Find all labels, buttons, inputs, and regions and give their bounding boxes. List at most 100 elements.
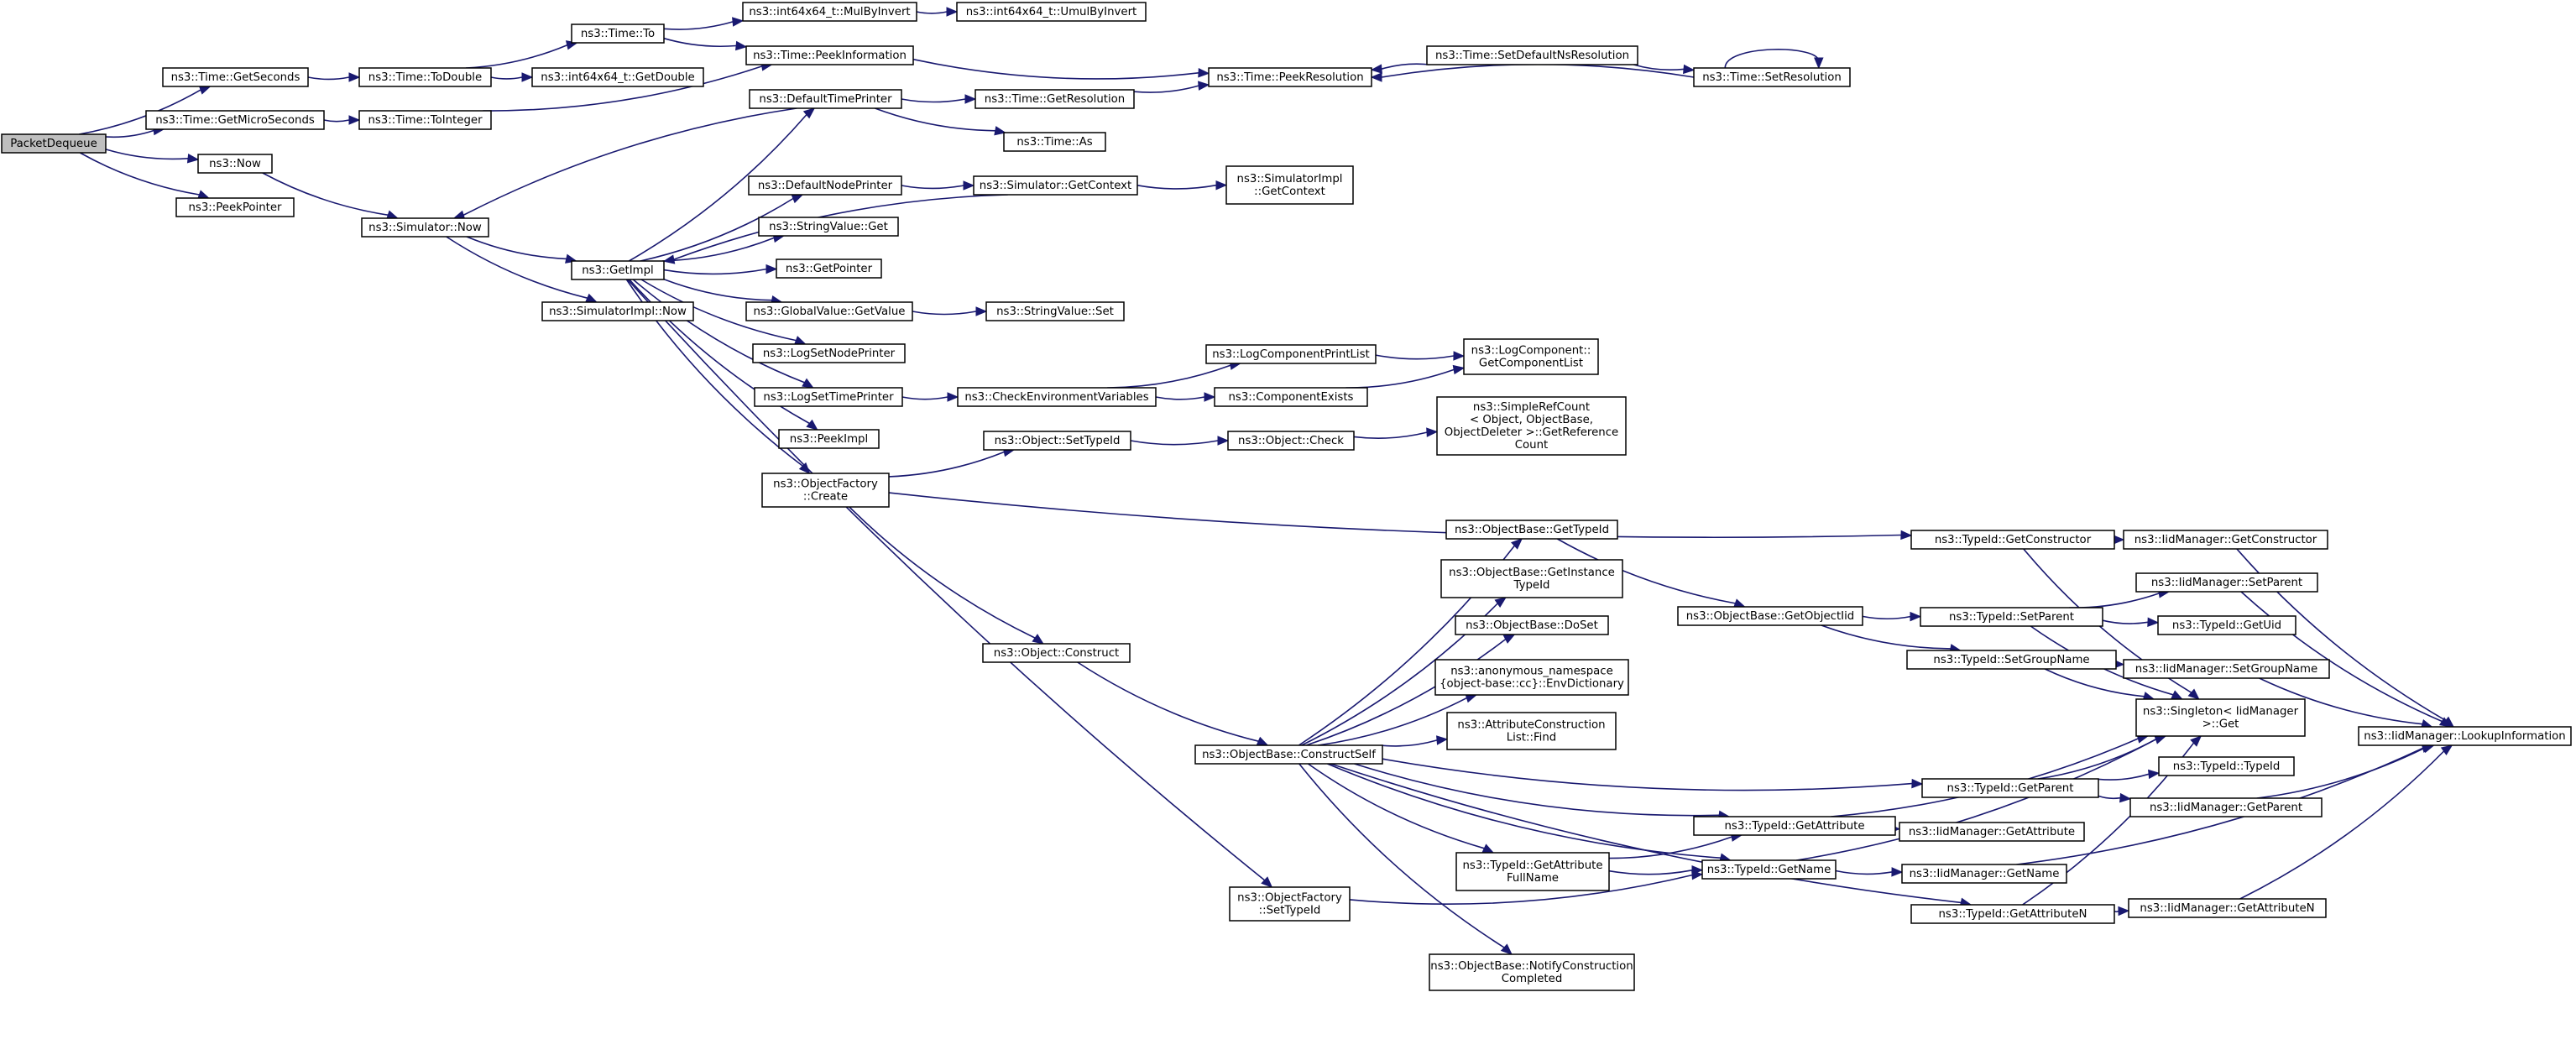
edge-tidGetParent-to-singletonGet <box>2037 734 2167 780</box>
node-toInteger[interactable]: ns3::Time::ToInteger <box>358 110 492 130</box>
node-getDouble[interactable]: ns3::int64x64_t::GetDouble <box>531 67 704 87</box>
node-mulByInvert[interactable]: ns3::int64x64_t::MulByInvert <box>742 2 917 22</box>
node-now[interactable]: ns3::Now <box>197 154 273 174</box>
node-anonEnvDict[interactable]: ns3::anonymous_namespace{object-base::cc… <box>1434 659 1629 696</box>
node-obDoSet[interactable]: ns3::ObjectBase::DoSet <box>1455 615 1609 635</box>
edge-line <box>663 268 767 275</box>
edge-line <box>1107 364 1231 389</box>
node-box <box>2123 659 2330 679</box>
node-timeAs[interactable]: ns3::Time::As <box>1003 132 1106 152</box>
node-box <box>956 2 1147 22</box>
node-label: ns3::ObjectBase::GetTypeId <box>1455 524 1609 536</box>
node-obConstructSelf[interactable]: ns3::ObjectBase::ConstructSelf <box>1194 744 1383 765</box>
node-getImpl[interactable]: ns3::GetImpl <box>571 260 665 280</box>
node-objSetTypeId[interactable]: ns3::Object::SetTypeId <box>983 431 1131 451</box>
node-root[interactable]: PacketDequeue <box>1 133 107 154</box>
node-objCheck[interactable]: ns3::Object::Check <box>1227 431 1355 451</box>
node-obNotifyConst[interactable]: ns3::ObjectBase::NotifyConstructionCompl… <box>1429 953 1635 991</box>
node-logCompPrintList[interactable]: ns3::LogComponentPrintList <box>1205 344 1377 364</box>
node-obGetObjectIid[interactable]: ns3::ObjectBase::GetObjectIid <box>1677 606 1863 626</box>
node-imGetParent[interactable]: ns3::IidManager::GetParent <box>2129 797 2323 817</box>
node-label: ns3::ObjectBase::NotifyConstruction <box>1430 960 1633 973</box>
node-label: ns3::TypeId::GetAttribute <box>1462 859 1602 872</box>
node-compExists[interactable]: ns3::ComponentExists <box>1214 387 1368 407</box>
node-box <box>1426 45 1638 65</box>
node-label: ns3::IidManager::SetParent <box>2151 577 2302 589</box>
node-peekInfo[interactable]: ns3::Time::PeekInformation <box>745 45 914 65</box>
edge-line <box>901 98 966 103</box>
node-checkEnv[interactable]: ns3::CheckEnvironmentVariables <box>957 387 1157 407</box>
node-peekResolution[interactable]: ns3::Time::PeekResolution <box>1208 67 1372 87</box>
node-imGetCtor[interactable]: ns3::IidManager::GetConstructor <box>2123 530 2328 550</box>
node-box <box>531 67 704 87</box>
node-tidGetAttrN[interactable]: ns3::TypeId::GetAttributeN <box>1910 904 2115 924</box>
edge-line <box>1317 697 1467 746</box>
edge-getImpl-to-gvGetValue <box>663 278 783 306</box>
node-objConstruct[interactable]: ns3::Object::Construct <box>982 643 1131 663</box>
node-box <box>541 301 694 321</box>
node-peekPtr[interactable]: ns3::PeekPointer <box>175 197 295 217</box>
node-setResolution[interactable]: ns3::Time::SetResolution <box>1693 67 1851 87</box>
arrowhead <box>2171 690 2183 700</box>
node-tidGetUid[interactable]: ns3::TypeId::GetUid <box>2157 615 2296 635</box>
node-defNodePrinter[interactable]: ns3::DefaultNodePrinter <box>748 175 902 196</box>
node-box <box>974 89 1135 109</box>
node-tidGetParent[interactable]: ns3::TypeId::GetParent <box>1921 778 2099 798</box>
node-strValGet[interactable]: ns3::StringValue::Get <box>758 217 899 237</box>
node-umulByInvert[interactable]: ns3::int64x64_t::UmulByInvert <box>956 2 1147 22</box>
node-label: ns3::GlobalValue::GetValue <box>754 306 906 318</box>
node-tidGetName[interactable]: ns3::TypeId::GetName <box>1701 859 1837 880</box>
node-ofCreate[interactable]: ns3::ObjectFactory::Create <box>761 473 890 508</box>
arrowhead <box>585 293 598 303</box>
edge-line <box>490 76 523 80</box>
node-getResolution[interactable]: ns3::Time::GetResolution <box>974 89 1135 109</box>
node-defTimePrinter[interactable]: ns3::DefaultTimePrinter <box>749 89 902 109</box>
node-ofSetTypeId[interactable]: ns3::ObjectFactory::SetTypeId <box>1229 886 1351 922</box>
node-singletonGet[interactable]: ns3::Singleton< IidManager >::Get <box>2135 698 2306 737</box>
node-tidTypeId[interactable]: ns3::TypeId::TypeId <box>2158 756 2295 776</box>
node-logCompGetList[interactable]: ns3::LogComponent::GetComponentList <box>1463 338 1599 375</box>
node-tidGetCtor[interactable]: ns3::TypeId::GetConstructor <box>1910 530 2115 550</box>
node-imSetParent[interactable]: ns3::IidManager::SetParent <box>2135 572 2318 593</box>
node-setDefaultNsRes[interactable]: ns3::Time::SetDefaultNsResolution <box>1426 45 1638 65</box>
node-obGetTypeId[interactable]: ns3::ObjectBase::GetTypeId <box>1445 520 1618 540</box>
node-box <box>1455 852 1610 891</box>
node-box <box>1446 712 1617 750</box>
arrowhead <box>964 94 977 104</box>
node-timeTo[interactable]: ns3::Time::To <box>571 24 665 44</box>
node-peekImpl[interactable]: ns3::PeekImpl <box>778 429 880 449</box>
node-imSetGroupName[interactable]: ns3::IidManager::SetGroupName <box>2123 659 2330 679</box>
node-simNow[interactable]: ns3::Simulator::Now <box>361 217 489 238</box>
node-tidSetGroupName[interactable]: ns3::TypeId::SetGroupName <box>1906 650 2117 670</box>
node-imGetName[interactable]: ns3::IidManager::GetName <box>1901 864 2067 884</box>
node-getMicro[interactable]: ns3::Time::GetMicroSeconds <box>145 110 325 130</box>
node-getPointer[interactable]: ns3::GetPointer <box>776 259 882 279</box>
edge-line <box>462 107 797 217</box>
node-toDouble[interactable]: ns3::Time::ToDouble <box>358 67 492 87</box>
node-gvGetValue[interactable]: ns3::GlobalValue::GetValue <box>745 301 913 321</box>
node-imGetAttrN[interactable]: ns3::IidManager::GetAttributeN <box>2128 898 2327 918</box>
edge-obGetObjectIid-to-tidSetParent <box>1862 611 1922 622</box>
node-simImplGetContext[interactable]: ns3::SimulatorImpl::GetContext <box>1225 165 1354 205</box>
node-tidGetAttr[interactable]: ns3::TypeId::GetAttribute <box>1693 816 1896 836</box>
node-tidSetParent[interactable]: ns3::TypeId::SetParent <box>1920 607 2103 627</box>
node-label: ns3::Time::PeekInformation <box>753 50 907 62</box>
edge-peekInfo-to-peekResolution <box>912 58 1210 80</box>
arrowhead <box>1370 72 1382 82</box>
node-label: ns3::SimulatorImpl::Now <box>549 306 687 318</box>
node-strValSet[interactable]: ns3::StringValue::Set <box>985 301 1125 321</box>
node-logSetNode[interactable]: ns3::LogSetNodePrinter <box>752 343 906 363</box>
node-imGetAttr[interactable]: ns3::IidManager::GetAttribute <box>1899 822 2085 842</box>
node-imLookup[interactable]: ns3::IidManager::LookupInformation <box>2358 726 2572 746</box>
edge-line <box>628 114 807 262</box>
node-simpleRefCount[interactable]: ns3::SimpleRefCount< Object, ObjectBase,… <box>1436 396 1627 456</box>
edge-line <box>1155 396 1205 400</box>
node-simImplNow[interactable]: ns3::SimulatorImpl::Now <box>541 301 694 321</box>
node-getSeconds[interactable]: ns3::Time::GetSeconds <box>162 67 309 87</box>
node-simGetContext[interactable]: ns3::Simulator::GetContext <box>973 175 1138 196</box>
edge-getSeconds-to-toDouble <box>307 72 361 82</box>
node-logSetTime[interactable]: ns3::LogSetTimePrinter <box>754 387 903 407</box>
